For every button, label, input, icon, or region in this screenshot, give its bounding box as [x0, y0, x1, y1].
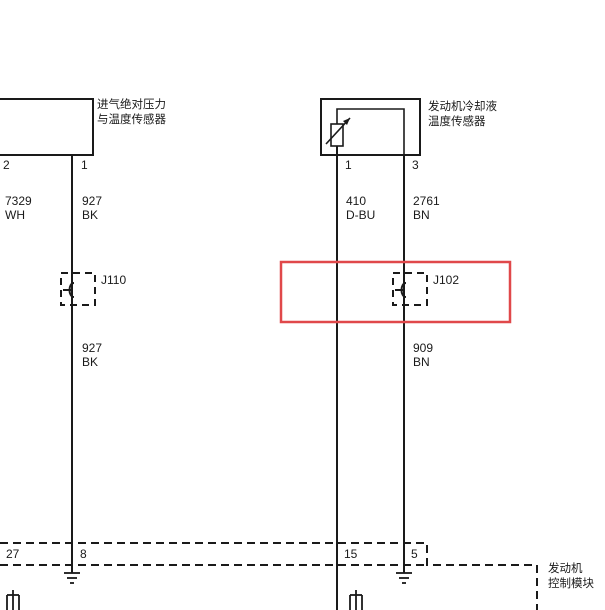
ecm-boundary: [0, 542, 538, 610]
highlight-box: [279, 260, 512, 324]
reference-voltage-icon: [6, 590, 20, 610]
ect-sensor-label-line2: 温度传感器: [428, 114, 486, 128]
reference-voltage-icon: [349, 590, 363, 610]
wire-927-lower-color: BK: [82, 355, 99, 369]
wire-410-circuit: 410: [346, 194, 367, 208]
wire-927-lower-circuit: 927: [82, 341, 103, 355]
ect-sensor-label-line1: 发动机冷却液: [428, 99, 497, 113]
map-sensor-label-line1: 进气绝对压力: [97, 97, 166, 111]
ecm-pin-27-label: 27: [6, 547, 20, 561]
map-sensor-box: [0, 98, 94, 156]
map-pin-2-label: 2: [3, 158, 10, 172]
wire-2761-circuit: 2761: [413, 194, 440, 208]
j102-connector-icon: [392, 272, 428, 306]
wire-909-circuit: 909: [413, 341, 434, 355]
wire-909-color: BN: [413, 355, 430, 369]
wire-410-color: D-BU: [346, 208, 376, 222]
wire-2761-color: BN: [413, 208, 430, 222]
ecm-pin-15-label: 15: [344, 547, 358, 561]
ect-pin-1-label: 1: [345, 158, 352, 172]
j110-label: J110: [101, 273, 127, 287]
wire-927-upper-color: BK: [82, 208, 99, 222]
j110-connector-icon: [60, 272, 96, 306]
wire-7329-color: WH: [5, 208, 25, 222]
ecm-label-line2: 控制模块: [548, 576, 594, 590]
wire-927-upper-circuit: 927: [82, 194, 103, 208]
ecm-pin-8-label: 8: [80, 547, 87, 561]
ecm-pin-5-label: 5: [411, 547, 418, 561]
ect-sensor-box: [320, 98, 421, 156]
ground-icon: [396, 572, 412, 584]
j102-label: J102: [433, 273, 460, 287]
map-pin-1-label: 1: [81, 158, 88, 172]
thermistor-icon: [325, 108, 405, 155]
ect-pin-3-label: 3: [412, 158, 419, 172]
ground-icon: [64, 572, 80, 584]
map-sensor-label-line2: 与温度传感器: [97, 112, 166, 126]
wire-7329-circuit: 7329: [5, 194, 32, 208]
ecm-label-line1: 发动机: [548, 561, 583, 575]
